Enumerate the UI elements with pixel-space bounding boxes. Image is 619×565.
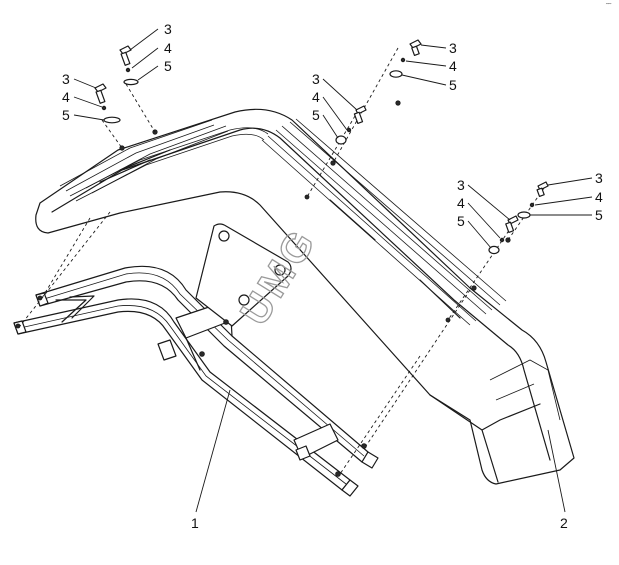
leader-lines <box>73 28 593 513</box>
fastener-set-right-a <box>517 181 549 219</box>
fastener-set-top-left-b <box>94 83 121 124</box>
fastener-set-right-b <box>488 215 519 255</box>
fastener-set-top-right <box>389 39 422 78</box>
fastener-set-mid <box>335 105 367 145</box>
mounting-bracket <box>13 223 379 497</box>
fastener-set-top-left-a <box>119 45 139 86</box>
callout-4: 4 <box>457 195 465 211</box>
callout-4: 4 <box>62 89 70 105</box>
callout-3: 3 <box>449 40 457 56</box>
callout-4: 4 <box>164 40 172 56</box>
callout-3: 3 <box>164 21 172 37</box>
callout-5: 5 <box>449 77 457 93</box>
callout-3: 3 <box>312 71 320 87</box>
callout-4: 4 <box>449 58 457 74</box>
callout-1: 1 <box>191 515 199 531</box>
callout-5: 5 <box>164 58 172 74</box>
callout-5: 5 <box>312 107 320 123</box>
callout-5: 5 <box>595 207 603 223</box>
callout-3: 3 <box>457 177 465 193</box>
callout-5: 5 <box>62 107 70 123</box>
callout-4: 4 <box>312 89 320 105</box>
callout-3: 3 <box>62 71 70 87</box>
callout-4: 4 <box>595 189 603 205</box>
callout-labels: 3 4 5 3 4 5 3 4 5 3 4 5 3 4 5 3 4 5 1 2 <box>62 21 603 531</box>
fender <box>35 100 575 485</box>
callout-2: 2 <box>560 515 568 531</box>
callout-5: 5 <box>457 213 465 229</box>
callout-3: 3 <box>595 170 603 186</box>
corner-mark: ˜˜ <box>605 2 612 11</box>
